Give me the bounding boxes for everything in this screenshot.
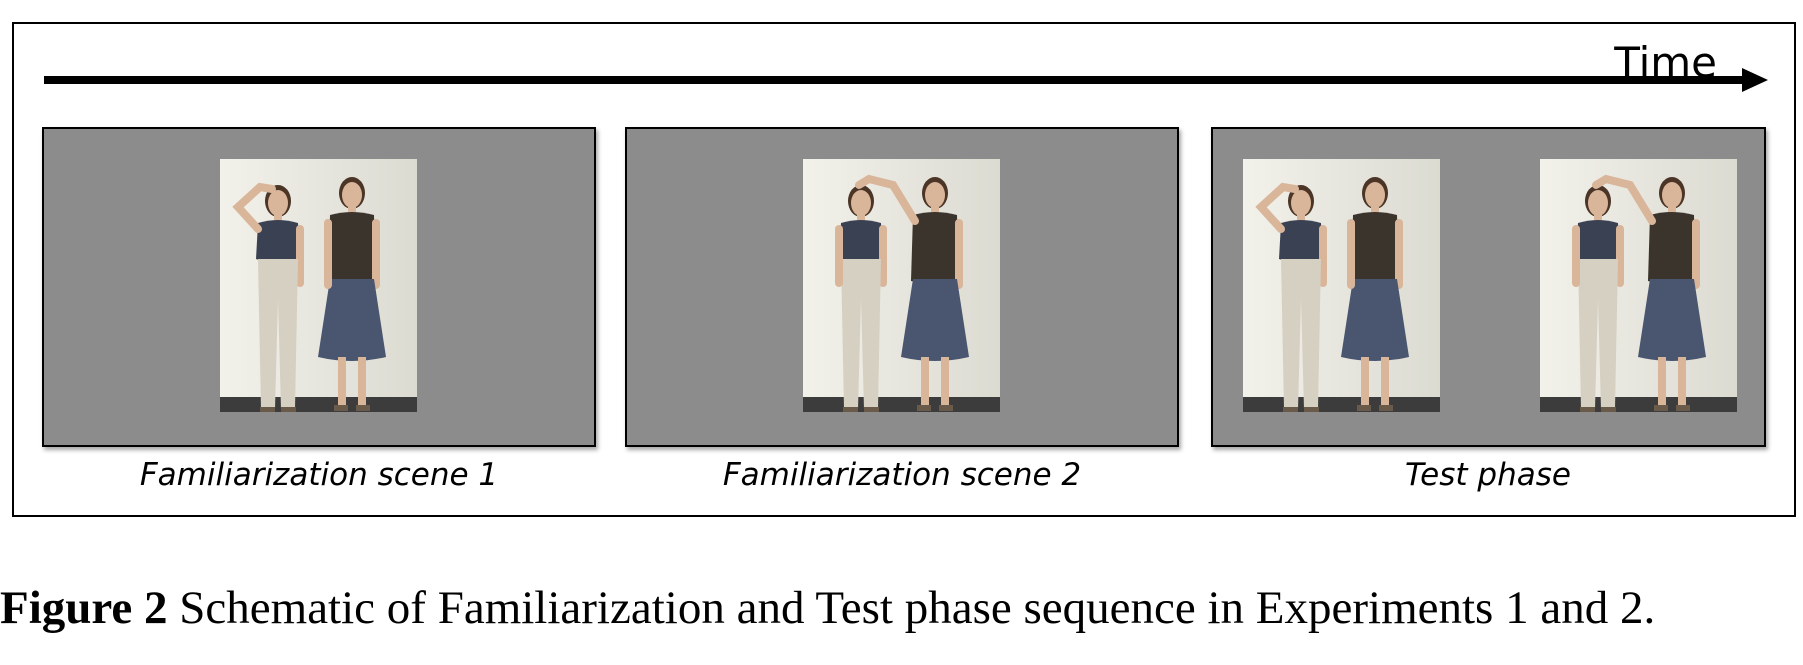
figure-caption-text: Schematic of Familiarization and Test ph… [167,582,1656,634]
time-arrow [44,68,1768,92]
test-phase-caption: Test phase [1405,457,1571,493]
scene-1-photo [220,159,417,412]
time-label: Time [1614,38,1717,87]
scene-2-photo [803,159,1000,412]
figure-caption: Figure 2 Schematic of Familiarization an… [0,585,1803,632]
scene-panel-1 [42,127,596,447]
scene-panel-2 [625,127,1179,447]
scene-2-caption: Familiarization scene 2 [722,457,1082,493]
test-photo-2 [1540,159,1737,412]
figure-label: Figure 2 [0,582,168,634]
scene-1-caption: Familiarization scene 1 [139,457,499,493]
test-photo-1 [1243,159,1440,412]
test-phase-panel [1211,127,1766,447]
figure-frame [12,22,1796,517]
